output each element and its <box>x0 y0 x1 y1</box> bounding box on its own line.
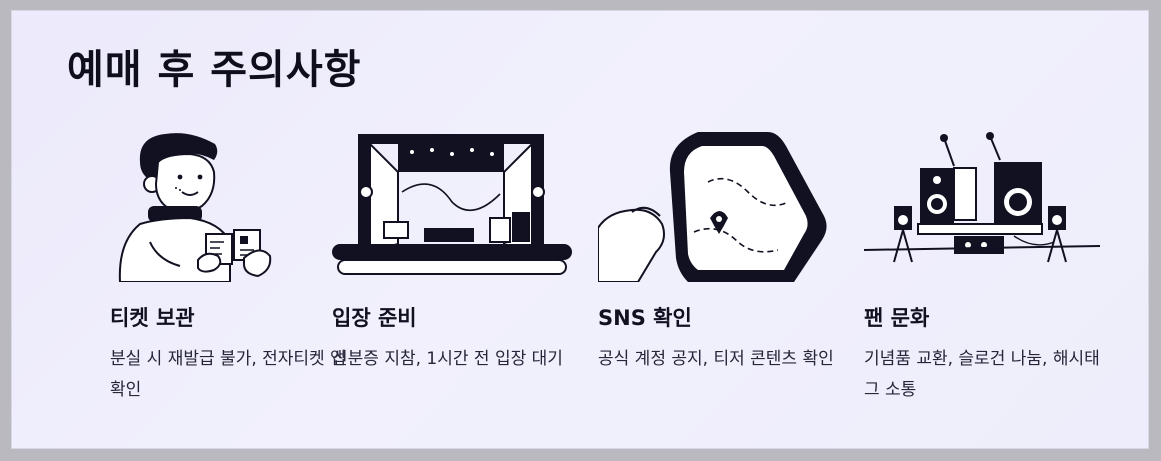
notice-panel: 예매 후 주의사항 <box>12 11 1148 448</box>
card-sns-check: SNS 확인 공식 계정 공지, 티저 콘텐츠 확인 <box>598 132 848 422</box>
card-description: 신분증 지참, 1시간 전 입장 대기 <box>332 349 563 369</box>
card-description: 분실 시 재발급 불가, 전자티켓 앱 확인 <box>110 349 346 400</box>
card-description: 기념품 교환, 슬로건 나눔, 해시태그 소통 <box>864 349 1100 400</box>
card-title: 팬 문화 <box>864 306 930 330</box>
speakers-stage-icon <box>864 132 1104 282</box>
smartphone-map-icon <box>598 132 838 282</box>
card-fan-culture: 팬 문화 기념품 교환, 슬로건 나눔, 해시태그 소통 <box>864 132 1114 422</box>
card-title: SNS 확인 <box>598 306 692 330</box>
card-title: 입장 준비 <box>332 306 417 330</box>
person-holding-tickets-icon <box>110 132 350 282</box>
card-description: 공식 계정 공지, 티저 콘텐츠 확인 <box>598 349 834 369</box>
card-entry-prep: 입장 준비 신분증 지참, 1시간 전 입장 대기 <box>332 132 582 422</box>
concert-stage-icon <box>332 132 572 282</box>
card-ticket-keeping: 티켓 보관 분실 시 재발급 불가, 전자티켓 앱 확인 <box>110 132 360 422</box>
card-title: 티켓 보관 <box>110 306 195 330</box>
page-title: 예매 후 주의사항 <box>67 47 362 93</box>
